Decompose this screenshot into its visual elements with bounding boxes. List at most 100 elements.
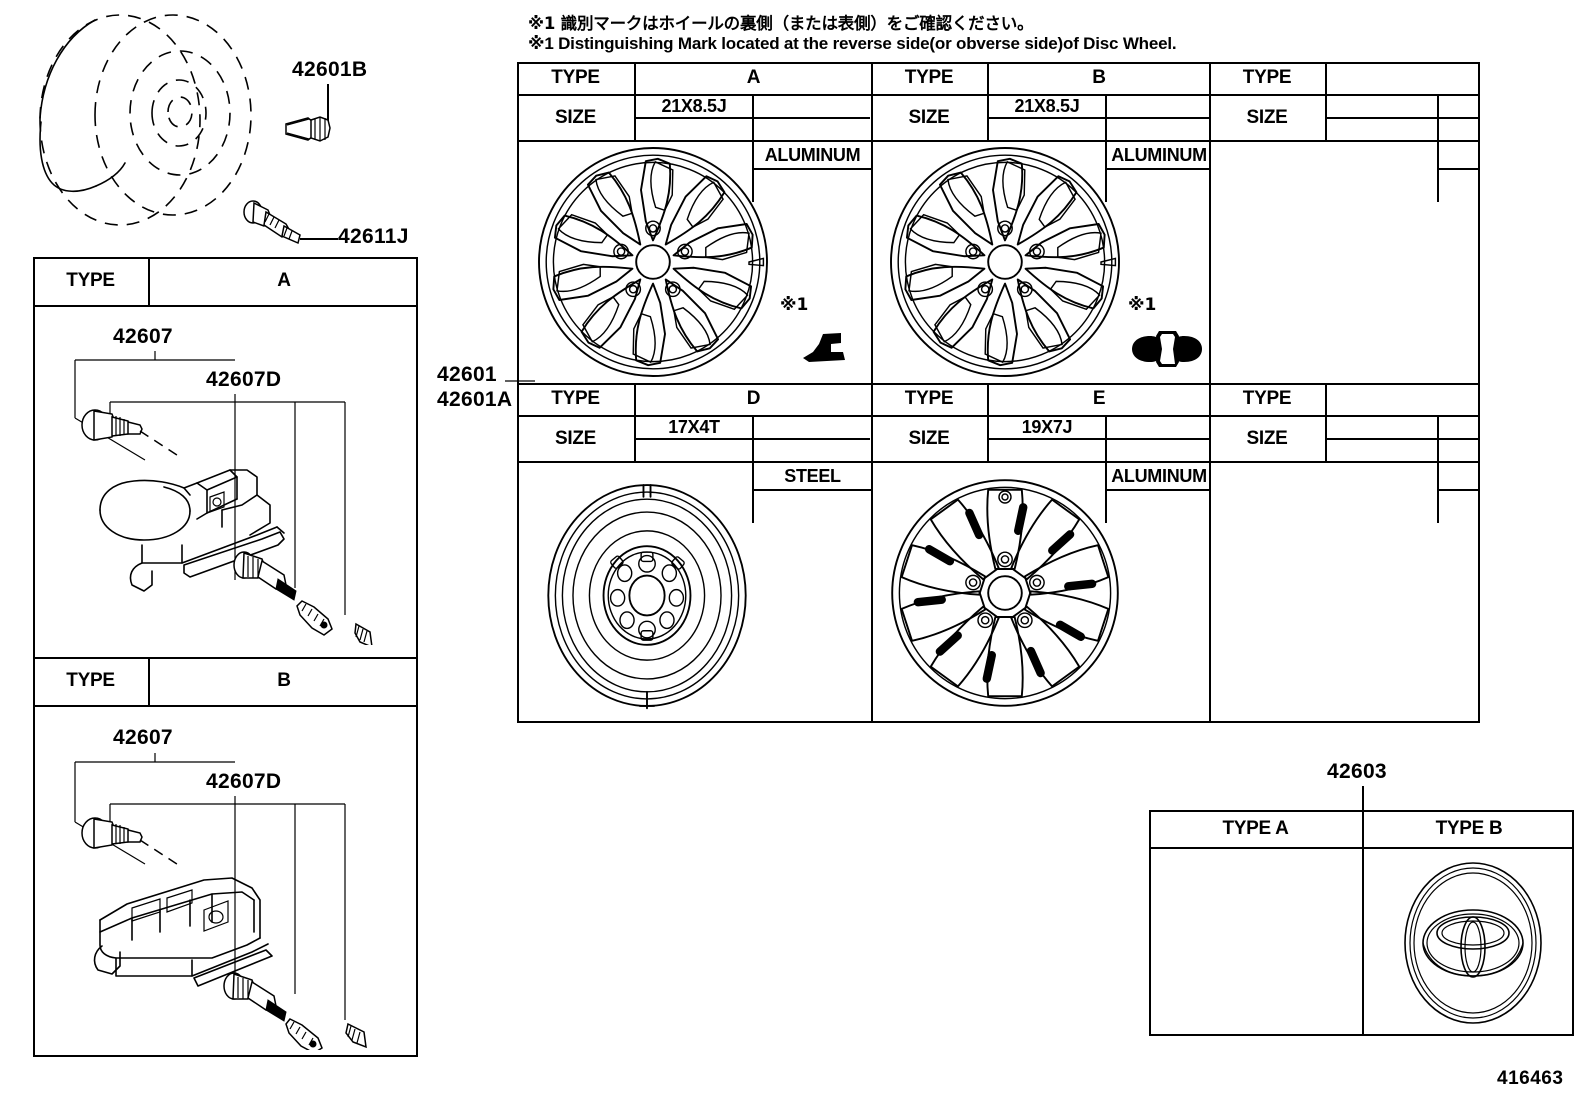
wheel-table-r2-v4 — [987, 383, 989, 461]
tpms-sensor-illustration-b — [72, 800, 392, 1050]
part-number-42601A: 42601A — [437, 388, 513, 411]
part-number-42601: 42601 — [437, 363, 497, 386]
wheel-type-label-r1c1: TYPE — [517, 62, 634, 94]
type-label-r1c1: TYPE — [551, 67, 600, 88]
wheel-illustration-r2c2 — [885, 473, 1125, 713]
wheel-table-r1-size-split-c — [1325, 117, 1480, 119]
wheel-type-label-r2c2: TYPE — [871, 383, 987, 415]
part-number-42607D-b: 42607D — [206, 770, 282, 793]
wheel-table-r2-v3 — [871, 383, 873, 723]
material-value-r1c2: ALUMINUM — [1111, 144, 1207, 165]
sensor-table-col-divider-b — [148, 657, 150, 705]
wheel-type-label-r1c2: TYPE — [871, 62, 987, 94]
type-value-r2c1: D — [746, 388, 761, 409]
wheel-table-r1-size-split-b — [987, 117, 1210, 119]
sensor-table-rule-1 — [33, 305, 418, 307]
wheel-table-r2-v8 — [1437, 415, 1439, 523]
wheel-table-r2-v5 — [1105, 415, 1107, 523]
wheel-material-r1c2: ALUMINUM — [1107, 142, 1211, 168]
wheel-size-label-r1c3: SIZE — [1209, 96, 1325, 140]
ornament-table — [1149, 810, 1574, 1036]
wheel-table-r2-v1 — [634, 383, 636, 461]
type-value-b: B — [277, 670, 291, 691]
part-number-42601B: 42601B — [292, 58, 368, 81]
toyota-emblem-icon — [1393, 855, 1553, 1030]
wheel-size-value-r2c2: 19X7J — [989, 417, 1105, 438]
document-id: 416463 — [1497, 1068, 1564, 1089]
wheel-table-r2-rule1 — [517, 415, 1480, 417]
wheel-material-r2c1: STEEL — [754, 463, 871, 489]
part-number-42607D-a: 42607D — [206, 368, 282, 391]
wheel-table-r2-v6 — [1209, 383, 1211, 723]
sensor-leader-lines-b — [50, 742, 410, 1052]
wheel-material-r1c1: ALUMINUM — [754, 142, 871, 168]
wheel-table-r1-mat-a-bottom — [752, 168, 871, 170]
wheel-table-r1-v5 — [1105, 94, 1107, 202]
ornament-type-a-label: TYPE A — [1222, 817, 1289, 839]
tpms-sensor-illustration-a — [72, 395, 392, 645]
wheel-table-r1-rule2 — [517, 140, 1480, 142]
wheel-table-r1-mat-b-bottom — [1105, 168, 1211, 170]
wheel-nut-icon — [282, 108, 344, 150]
ornament-header-type-b: TYPE B — [1364, 810, 1574, 847]
size-value-r2c2: 19X7J — [1021, 417, 1073, 437]
material-value-r1c1: ALUMINUM — [764, 144, 861, 165]
wheel-table-r1-v7 — [1325, 62, 1327, 140]
wheel-table-r2-mat-c-bottom — [1437, 489, 1480, 491]
ornament-table-header-rule — [1149, 847, 1574, 849]
leader-42601 — [505, 378, 535, 384]
wheel-size-value-r2c1: 17X4T — [636, 417, 752, 438]
wheel-table-r1-rule1 — [517, 94, 1480, 96]
sensor-type-value-b: B — [150, 657, 418, 705]
part-number-42603: 42603 — [1327, 760, 1387, 783]
wheel-type-table — [517, 62, 1480, 723]
size-value-r2c1: 17X4T — [668, 417, 720, 437]
part-number-42607-a: 42607 — [113, 325, 173, 348]
type-label-b: TYPE — [66, 670, 115, 691]
wheel-type-value-r1c1: A — [636, 62, 871, 94]
type-label-r1c2: TYPE — [904, 67, 954, 88]
wheel-table-r2-top — [517, 383, 1480, 385]
distinguishing-mark-label-r1c2: ※1 — [1128, 295, 1157, 315]
leader-42611J — [300, 238, 338, 240]
type-value-r2c2: E — [1092, 388, 1106, 409]
wheel-material-r2c2: ALUMINUM — [1107, 463, 1211, 489]
wheel-illustration-r2c1 — [527, 478, 767, 713]
wheel-size-label-r1c1: SIZE — [517, 96, 634, 140]
leader-42603 — [1362, 786, 1364, 810]
size-label-r2c3: SIZE — [1246, 428, 1288, 449]
wheel-type-value-r2c1: D — [636, 383, 871, 415]
size-value-r1c2: 21X8.5J — [1014, 96, 1080, 116]
type-label-r2c2: TYPE — [904, 388, 954, 409]
sensor-table-col-divider-a — [148, 257, 150, 305]
hook-mark-icon — [795, 330, 855, 370]
part-number-42611J: 42611J — [338, 225, 409, 248]
tire-valve-icon — [238, 198, 322, 250]
sensor-table-rule-2 — [33, 657, 418, 659]
wheel-table-r2-mat-b-bottom — [1105, 489, 1211, 491]
wheel-type-value-r1c2: B — [989, 62, 1209, 94]
note-japanese: ※1 識別マークはホイールの裏側（または表側）をご確認ください。 — [528, 14, 1034, 33]
wheel-table-r2-v7 — [1325, 383, 1327, 461]
size-value-r1c1: 21X8.5J — [661, 96, 727, 116]
wheel-type-label-r2c3: TYPE — [1209, 383, 1325, 415]
hub-assembly-illustration — [0, 0, 440, 260]
leader-42601B — [327, 84, 329, 132]
sensor-type-value-a: A — [150, 257, 418, 305]
note-english: ※1 Distinguishing Mark located at the re… — [528, 34, 1177, 53]
wheel-table-r2-rule2 — [517, 461, 1480, 463]
size-label-r1c3: SIZE — [1246, 107, 1288, 128]
material-value-r2c1: STEEL — [784, 465, 841, 486]
wheel-size-value-r1c2: 21X8.5J — [989, 96, 1105, 117]
size-label-r2c2: SIZE — [908, 428, 950, 449]
size-label-r2c1: SIZE — [554, 428, 597, 449]
material-value-r2c2: ALUMINUM — [1111, 465, 1207, 486]
wheel-table-r2-v2 — [752, 415, 754, 523]
wheel-size-label-r2c1: SIZE — [517, 417, 634, 461]
type-label-r2c3: TYPE — [1242, 388, 1292, 409]
wheel-table-r1-v1 — [634, 62, 636, 140]
wheel-size-label-r1c2: SIZE — [871, 96, 987, 140]
distinguishing-mark-label-r1c1: ※1 — [780, 295, 809, 315]
wheel-table-r1-v2 — [752, 94, 754, 202]
wheel-table-r1-mat-c-bottom — [1437, 168, 1480, 170]
